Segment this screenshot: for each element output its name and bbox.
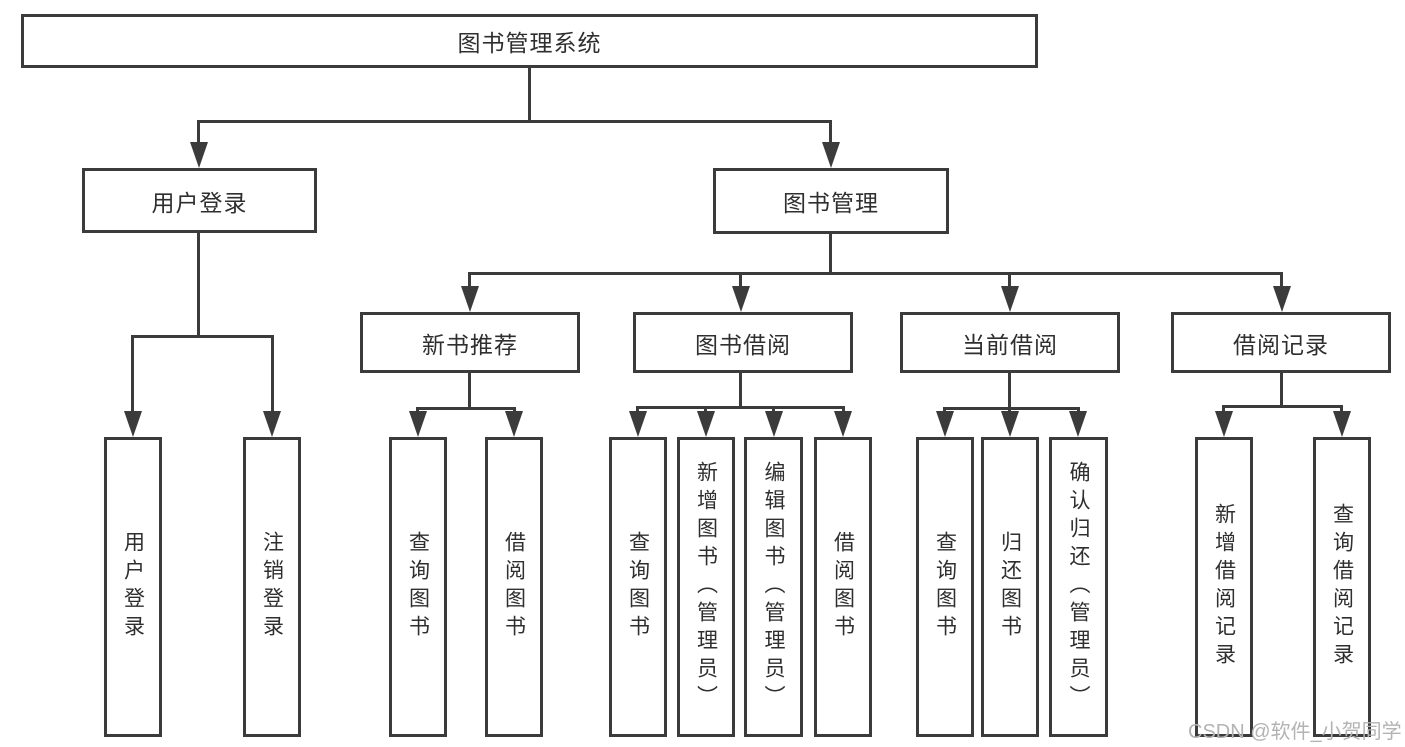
- leaf-query-current: 查询图书: [916, 437, 974, 737]
- connector-recommend-trunk: [468, 373, 471, 407]
- arrow-down-leaf-query-record: [1333, 411, 1351, 437]
- connector-borrow-bar: [636, 406, 845, 409]
- leaf-edit-books-admin-label: 编辑图书（管理员）: [762, 461, 785, 713]
- connector-borrow-arm-3: [772, 406, 775, 415]
- leaf-confirm-return-admin: 确认归还（管理员）: [1049, 437, 1108, 737]
- leaf-query-books-label: 查询图书: [626, 531, 650, 643]
- connector-records-arm-2: [1340, 405, 1343, 415]
- connector-bookmgmt-bar: [468, 272, 1283, 275]
- arrow-down-book-borrow: [732, 286, 750, 312]
- node-user-login-label: 用户登录: [151, 189, 248, 216]
- leaf-user-login: 用户登录: [104, 437, 162, 737]
- leaf-return-books: 归还图书: [981, 437, 1039, 737]
- connector-bookmgmt-arm-4: [1280, 272, 1283, 288]
- node-current-borrow-label: 当前借阅: [962, 331, 1058, 358]
- leaf-query-borrow-record-label: 查询借阅记录: [1330, 503, 1354, 671]
- arrow-down-leaf-edit-books: [765, 411, 783, 437]
- leaf-query-current-label: 查询图书: [933, 531, 957, 643]
- leaf-query-books-recommend-label: 查询图书: [406, 531, 430, 643]
- arrow-down-user-login: [190, 142, 208, 168]
- arrow-down-leaf-query-current: [936, 411, 954, 437]
- arrow-down-leaf-query-books: [629, 411, 647, 437]
- leaf-user-login-label: 用户登录: [121, 531, 145, 643]
- connector-root-trunk: [528, 68, 531, 120]
- arrow-down-leaf-user-login: [124, 411, 142, 437]
- node-book-borrow: 图书借阅: [633, 312, 853, 373]
- leaf-add-books-admin-label: 新增图书（管理员）: [694, 461, 718, 713]
- connector-borrow-arm-4: [842, 406, 845, 415]
- arrow-down-leaf-borrow-books: [834, 411, 852, 437]
- connector-root-arm-left: [197, 120, 200, 145]
- leaf-add-books-admin: 新增图书（管理员）: [677, 437, 735, 737]
- node-book-management: 图书管理: [713, 168, 949, 234]
- arrow-down-leaf-confirm-return: [1069, 411, 1087, 437]
- node-new-book-recommend: 新书推荐: [360, 312, 580, 373]
- leaf-logout-label: 注销登录: [260, 531, 284, 643]
- node-root-label: 图书管理系统: [457, 30, 602, 56]
- leaf-confirm-return-admin-label: 确认归还（管理员）: [1067, 461, 1090, 713]
- arrow-down-leaf-logout: [263, 411, 281, 437]
- leaf-borrow-books: 借阅图书: [814, 437, 872, 737]
- connector-userlogin-bar: [131, 335, 274, 338]
- arrow-down-leaf-query-recommend: [409, 411, 427, 437]
- connector-userlogin-arm-right: [271, 335, 274, 413]
- leaf-logout: 注销登录: [243, 437, 301, 737]
- node-book-borrow-label: 图书借阅: [695, 331, 791, 358]
- leaf-query-borrow-record: 查询借阅记录: [1313, 437, 1371, 737]
- connector-borrow-trunk: [739, 373, 742, 406]
- connector-borrow-arm-1: [636, 406, 639, 415]
- connector-current-trunk: [1008, 373, 1011, 407]
- leaf-query-books-recommend: 查询图书: [389, 437, 447, 737]
- leaf-query-books: 查询图书: [609, 437, 667, 737]
- leaf-add-borrow-record-label: 新增借阅记录: [1212, 503, 1236, 671]
- node-new-book-recommend-label: 新书推荐: [422, 331, 518, 358]
- leaf-add-borrow-record: 新增借阅记录: [1195, 437, 1253, 737]
- node-root: 图书管理系统: [21, 14, 1038, 68]
- arrow-down-leaf-borrow-recommend: [505, 411, 523, 437]
- connector-root-bar: [197, 120, 832, 123]
- node-borrow-records-label: 借阅记录: [1233, 331, 1329, 358]
- connector-root-arm-right: [829, 120, 832, 145]
- connector-current-bar: [943, 407, 1080, 410]
- leaf-borrow-books-recommend-label: 借阅图书: [502, 531, 526, 643]
- arrow-down-current-borrow: [1001, 286, 1019, 312]
- connector-userlogin-arm-left: [131, 335, 134, 413]
- arrow-down-leaf-add-books: [697, 411, 715, 437]
- arrow-down-borrow-records: [1273, 286, 1291, 312]
- node-book-management-label: 图书管理: [783, 190, 879, 216]
- connector-userlogin-trunk: [197, 233, 200, 335]
- connector-records-trunk: [1280, 373, 1283, 405]
- connector-bookmgmt-arm-2: [739, 272, 742, 288]
- connector-bookmgmt-trunk: [829, 234, 832, 272]
- leaf-borrow-books-label: 借阅图书: [831, 531, 855, 643]
- node-borrow-records: 借阅记录: [1171, 312, 1391, 373]
- node-current-borrow: 当前借阅: [900, 312, 1120, 373]
- connector-bookmgmt-arm-3: [1008, 272, 1011, 288]
- connector-borrow-arm-2: [704, 406, 707, 415]
- arrow-down-leaf-return-books: [1001, 411, 1019, 437]
- arrow-down-leaf-add-record: [1215, 411, 1233, 437]
- leaf-borrow-books-recommend: 借阅图书: [485, 437, 543, 737]
- arrow-down-new-book-recommend: [461, 286, 479, 312]
- connector-bookmgmt-arm-1: [468, 272, 471, 288]
- leaf-return-books-label: 归还图书: [998, 531, 1022, 643]
- leaf-edit-books-admin: 编辑图书（管理员）: [744, 437, 803, 737]
- watermark-text: CSDN @软件_小贺同学: [1188, 721, 1402, 743]
- connector-recommend-bar: [416, 407, 516, 410]
- connector-records-bar: [1222, 405, 1343, 408]
- arrow-down-book-management: [822, 142, 840, 168]
- connector-records-arm-1: [1222, 405, 1225, 415]
- node-user-login: 用户登录: [82, 168, 317, 233]
